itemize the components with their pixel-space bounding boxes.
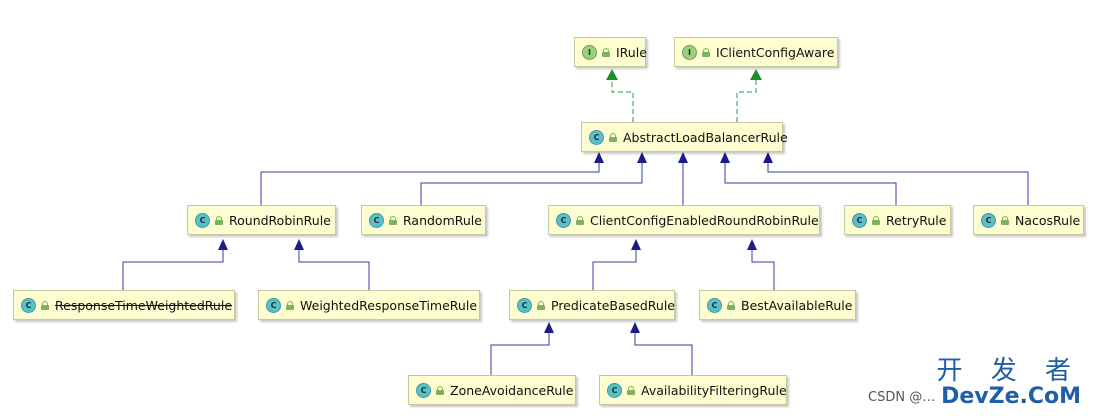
arrowhead-clientconfig-1 bbox=[631, 239, 641, 250]
edge-availfilter-predicate bbox=[634, 333, 693, 375]
edge-bestavail-clientconfig bbox=[751, 250, 775, 290]
node-responsetimeweightedrule[interactable]: C ResponseTimeWeightedRule bbox=[13, 290, 235, 320]
edge-zone-predicate bbox=[490, 333, 550, 375]
class-icon: C bbox=[416, 382, 431, 398]
class-icon: C bbox=[266, 297, 281, 313]
edge-rtw-roundrobin bbox=[122, 250, 224, 290]
node-zoneavoidancerule[interactable]: C ZoneAvoidanceRule bbox=[408, 375, 576, 405]
class-icon: C bbox=[556, 212, 571, 228]
arrowhead-abstract-1 bbox=[594, 152, 604, 163]
node-label: WeightedResponseTimeRule bbox=[300, 297, 478, 313]
arrowhead-irule bbox=[606, 69, 618, 80]
public-lock-icon bbox=[702, 47, 710, 57]
node-label: AvailabilityFilteringRule bbox=[641, 382, 787, 398]
node-predicatebasedrule[interactable]: C PredicateBasedRule bbox=[509, 290, 675, 320]
public-lock-icon bbox=[872, 215, 880, 225]
public-lock-icon bbox=[627, 385, 635, 395]
interface-icon: I bbox=[682, 44, 697, 60]
watermark-devze: DevZe.CoM bbox=[941, 384, 1081, 409]
public-lock-icon bbox=[537, 300, 545, 310]
public-lock-icon bbox=[286, 300, 294, 310]
abstract-class-icon: C bbox=[517, 297, 532, 313]
implements-arrowheads bbox=[606, 69, 762, 80]
node-label: ZoneAvoidanceRule bbox=[450, 382, 574, 398]
node-label: AbstractLoadBalancerRule bbox=[623, 129, 788, 145]
node-irule[interactable]: I IRule bbox=[574, 37, 647, 67]
public-lock-icon bbox=[389, 215, 397, 225]
edge-abstract-iclient bbox=[736, 80, 757, 122]
edge-nacos-abstract bbox=[767, 163, 1029, 205]
public-lock-icon bbox=[727, 300, 735, 310]
node-label: IRule bbox=[616, 44, 647, 60]
node-label: RandomRule bbox=[403, 212, 482, 228]
node-availabilityfilteringrule[interactable]: C AvailabilityFilteringRule bbox=[599, 375, 787, 405]
watermark-csdn: CSDN @… bbox=[868, 390, 936, 405]
node-label: RoundRobinRule bbox=[229, 212, 331, 228]
arrowhead-predicate-2 bbox=[630, 322, 640, 333]
edge-abstract-irule bbox=[611, 80, 634, 122]
extends-edges bbox=[122, 163, 1029, 375]
class-icon: C bbox=[195, 212, 210, 228]
node-randomrule[interactable]: C RandomRule bbox=[361, 205, 486, 235]
class-icon: C bbox=[707, 297, 722, 313]
node-iclientconfigaware[interactable]: I IClientConfigAware bbox=[674, 37, 838, 67]
extends-arrowheads bbox=[218, 152, 773, 333]
public-lock-icon bbox=[576, 215, 584, 225]
arrowhead-abstract-5 bbox=[763, 152, 773, 163]
arrowhead-roundrobin-1 bbox=[218, 239, 228, 250]
node-retryrule[interactable]: C RetryRule bbox=[844, 205, 951, 235]
implements-edges bbox=[611, 80, 757, 122]
class-icon: C bbox=[852, 212, 867, 228]
class-icon: C bbox=[607, 382, 622, 398]
arrowhead-roundrobin-2 bbox=[294, 239, 304, 250]
arrowhead-abstract-4 bbox=[720, 152, 730, 163]
arrowhead-clientconfig-2 bbox=[747, 239, 757, 250]
node-bestavailablerule[interactable]: C BestAvailableRule bbox=[699, 290, 856, 320]
arrowhead-iclient bbox=[750, 69, 762, 80]
interface-icon: I bbox=[582, 44, 597, 60]
public-lock-icon bbox=[215, 215, 223, 225]
node-label: NacosRule bbox=[1015, 212, 1081, 228]
node-label: RetryRule bbox=[886, 212, 947, 228]
edge-predicate-clientconfig bbox=[592, 250, 637, 290]
public-lock-icon bbox=[41, 300, 49, 310]
edge-wrt-roundrobin bbox=[298, 250, 370, 290]
node-label: ClientConfigEnabledRoundRobinRule bbox=[590, 212, 819, 228]
watermark-chinese: 开 发 者 bbox=[936, 356, 1081, 386]
public-lock-icon bbox=[436, 385, 444, 395]
edge-retry-abstract bbox=[724, 163, 897, 205]
arrowhead-predicate-1 bbox=[544, 322, 554, 333]
public-lock-icon bbox=[609, 132, 617, 142]
arrowhead-abstract-3 bbox=[678, 152, 688, 163]
class-icon: C bbox=[981, 212, 996, 228]
public-lock-icon bbox=[1001, 215, 1009, 225]
node-clientconfigenabledroundrobinrule[interactable]: C ClientConfigEnabledRoundRobinRule bbox=[548, 205, 820, 235]
node-roundrobinrule[interactable]: C RoundRobinRule bbox=[187, 205, 336, 235]
abstract-class-icon: C bbox=[589, 129, 604, 145]
node-label: PredicateBasedRule bbox=[551, 297, 675, 313]
node-abstractloadbalancerrule[interactable]: C AbstractLoadBalancerRule bbox=[581, 122, 788, 152]
class-icon: C bbox=[21, 297, 36, 313]
node-label-deprecated: ResponseTimeWeightedRule bbox=[55, 297, 233, 313]
class-icon: C bbox=[369, 212, 384, 228]
edge-roundrobin-abstract bbox=[260, 163, 600, 205]
edge-random-abstract bbox=[420, 163, 643, 205]
arrowhead-abstract-2 bbox=[637, 152, 647, 163]
node-nacosrule[interactable]: C NacosRule bbox=[973, 205, 1084, 235]
node-weightedresponsetimerule[interactable]: C WeightedResponseTimeRule bbox=[258, 290, 480, 320]
node-label: BestAvailableRule bbox=[741, 297, 853, 313]
node-label: IClientConfigAware bbox=[716, 44, 835, 60]
public-lock-icon bbox=[602, 47, 610, 57]
